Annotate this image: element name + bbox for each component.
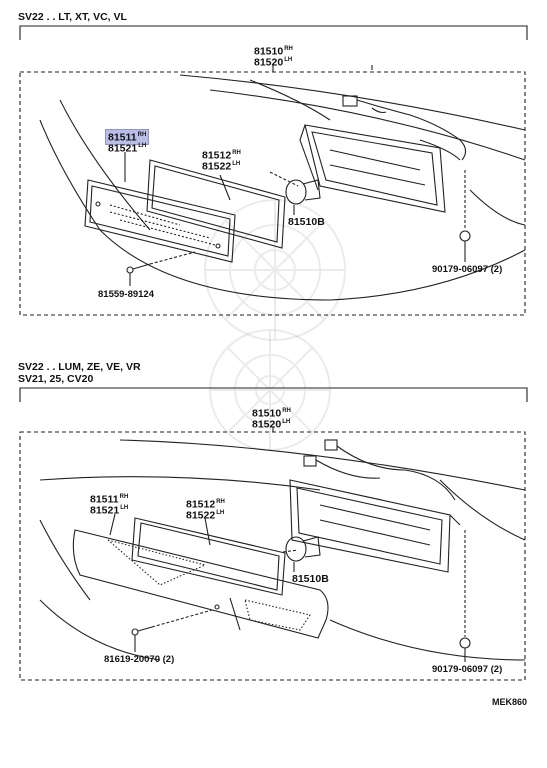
section1-assembly-lh[interactable]: 81520LH — [254, 55, 292, 69]
section1-assembly-rh[interactable]: 81510RH — [254, 44, 293, 58]
assembly-lh-suffix: LH — [284, 57, 293, 63]
lens-rh-suffix: RH — [119, 494, 129, 500]
section2-screw[interactable]: 81619-20070 (2) — [104, 654, 175, 665]
section2-frame — [19, 431, 526, 681]
lens-rh-number: 81511 — [90, 493, 119, 506]
lens-lh-suffix: LH — [120, 505, 129, 511]
assembly-lh-number: 81520 — [254, 56, 284, 69]
section2-lens-lh[interactable]: 81521LH — [90, 503, 128, 517]
section1-lens-rh-highlighted[interactable]: 81511RH — [104, 129, 150, 145]
section2-assembly-lh[interactable]: 81520LH — [252, 417, 290, 431]
section2-nut[interactable]: 90179-06097 (2) — [432, 664, 503, 675]
watermark-emblem-bottom — [209, 329, 331, 451]
section1-lens-lh[interactable]: 81521LH — [108, 141, 146, 155]
gasket-rh-suffix: RH — [216, 499, 225, 505]
lens-lh-suffix: LH — [138, 143, 147, 149]
section1-header: SV22 . . LT, XT, VC, VL — [18, 11, 127, 23]
gasket-rh-number: 81512 — [202, 149, 232, 162]
section1-bulb[interactable]: 81510B — [288, 216, 325, 228]
gasket-rh-number: 81512 — [186, 498, 216, 511]
screw-part-2 — [131, 609, 213, 652]
lens-lh-number: 81521 — [108, 142, 138, 155]
assembly-rh-suffix: RH — [282, 408, 291, 414]
section2-bracket — [19, 387, 528, 402]
section2-header-line2: SV21, 25, CV20 — [18, 373, 94, 385]
wiring-harness-1 — [342, 95, 467, 161]
section2-gasket-lh[interactable]: 81522LH — [186, 508, 224, 522]
assembly-lh-number: 81520 — [252, 418, 282, 431]
diagram-code: MEK860 — [492, 697, 528, 707]
section2-assembly-rh[interactable]: 81510RH — [252, 406, 291, 420]
lens-rh-suffix: RH — [137, 132, 147, 138]
nut-part-2 — [459, 530, 471, 662]
section1-screw[interactable]: 81559-89124 — [98, 289, 154, 300]
section1-bracket — [19, 25, 528, 40]
wiring-harness-2 — [303, 439, 456, 501]
section1-gasket-lh[interactable]: 81522LH — [202, 159, 240, 173]
lens-part-1 — [84, 179, 236, 263]
screw-part-1 — [126, 251, 196, 286]
assembly-rh-number: 81510 — [254, 45, 284, 58]
lens-lh-number: 81521 — [90, 504, 120, 517]
lens-rh-number: 81511 — [108, 131, 137, 144]
nut-part-1 — [459, 170, 471, 262]
assembly-rh-suffix: RH — [284, 46, 293, 52]
bulb-part-1 — [285, 179, 321, 215]
gasket-lh-number: 81522 — [202, 160, 232, 173]
lens-part-2 — [72, 529, 329, 639]
gasket-lh-number: 81522 — [186, 509, 216, 522]
gasket-rh-suffix: RH — [232, 150, 241, 156]
housing-part-1 — [299, 124, 461, 213]
section1-nut[interactable]: 90179-06097 (2) — [432, 264, 503, 275]
gasket-lh-suffix: LH — [232, 161, 241, 167]
assembly-lh-suffix: LH — [282, 419, 291, 425]
section2-bulb[interactable]: 81510B — [292, 573, 329, 585]
section2-header-line1: SV22 . . LUM, ZE, VE, VR — [18, 361, 141, 373]
gasket-lh-suffix: LH — [216, 510, 225, 516]
section2-lens-rh[interactable]: 81511RH — [90, 492, 128, 506]
gasket-part-2 — [131, 517, 286, 596]
section2-gasket-rh[interactable]: 81512RH — [186, 497, 225, 511]
section1-gasket-rh[interactable]: 81512RH — [202, 148, 241, 162]
assembly-rh-number: 81510 — [252, 407, 282, 420]
gasket-part-1 — [146, 159, 286, 249]
housing-part-2 — [289, 479, 461, 573]
